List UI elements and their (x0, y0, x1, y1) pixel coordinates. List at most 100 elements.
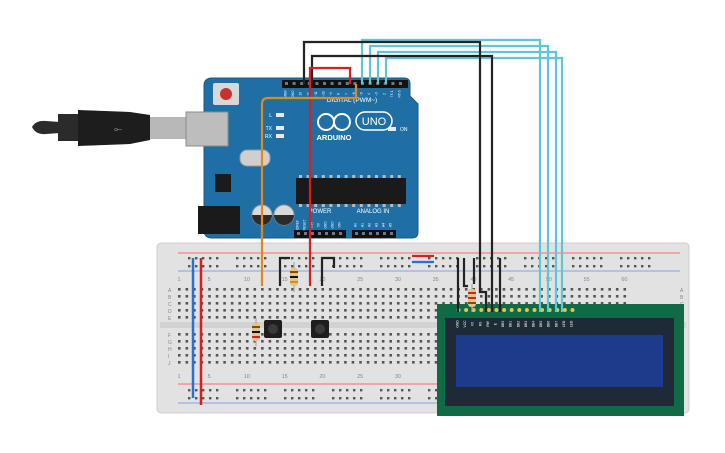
wire-teal-3[interactable] (376, 50, 558, 312)
rail-hole[interactable] (236, 257, 239, 260)
rail-hole[interactable] (600, 265, 603, 268)
rail-hole[interactable] (209, 389, 212, 392)
breadboard-hole[interactable] (329, 295, 332, 298)
breadboard-hole[interactable] (223, 333, 226, 336)
breadboard-hole[interactable] (276, 288, 279, 291)
breadboard-hole[interactable] (276, 309, 279, 312)
breadboard-hole[interactable] (389, 340, 392, 343)
breadboard-hole[interactable] (215, 302, 219, 305)
breadboard-hole[interactable] (615, 302, 619, 305)
breadboard-hole[interactable] (623, 302, 627, 305)
rail-hole[interactable] (579, 265, 582, 268)
rail-hole[interactable] (264, 265, 267, 268)
rail-hole[interactable] (291, 389, 294, 392)
wire-black-2[interactable] (310, 54, 494, 312)
power-pin[interactable] (297, 232, 300, 235)
breadboard-hole[interactable] (276, 347, 279, 350)
breadboard-hole[interactable] (374, 295, 377, 298)
rail-hole[interactable] (634, 257, 637, 260)
analog-pin[interactable] (369, 232, 372, 235)
rail-hole[interactable] (298, 257, 301, 260)
breadboard-hole[interactable] (193, 316, 196, 319)
breadboard-hole[interactable] (600, 302, 604, 305)
rail-hole[interactable] (243, 389, 246, 392)
breadboard-hole[interactable] (253, 316, 257, 319)
rail-hole[interactable] (216, 389, 219, 392)
breadboard-hole[interactable] (412, 333, 415, 336)
breadboard-hole[interactable] (389, 316, 392, 319)
breadboard-hole[interactable] (291, 354, 294, 357)
breadboard-hole[interactable] (215, 309, 219, 312)
lcd-pin[interactable] (524, 308, 529, 312)
reset-button[interactable] (220, 88, 232, 100)
breadboard-hole[interactable] (298, 288, 302, 291)
breadboard-hole[interactable] (291, 333, 294, 336)
breadboard-hole[interactable] (404, 340, 408, 343)
breadboard-hole[interactable] (412, 361, 415, 364)
resistor-2[interactable] (290, 262, 298, 292)
power-pin[interactable] (311, 232, 314, 235)
breadboard-hole[interactable] (238, 288, 241, 291)
breadboard-hole[interactable] (419, 302, 423, 305)
breadboard-hole[interactable] (563, 288, 566, 291)
rail-hole[interactable] (250, 265, 253, 268)
digital-pin[interactable] (292, 82, 296, 85)
breadboard-hole[interactable] (230, 302, 234, 305)
rail-hole[interactable] (401, 257, 404, 260)
breadboard-hole[interactable] (427, 295, 430, 298)
rail-hole[interactable] (435, 397, 438, 400)
breadboard-hole[interactable] (208, 354, 211, 357)
breadboard-hole[interactable] (389, 295, 392, 298)
breadboard-hole[interactable] (374, 302, 377, 305)
breadboard-hole[interactable] (245, 295, 249, 298)
wires[interactable] (260, 38, 564, 312)
rail-hole[interactable] (298, 397, 301, 400)
rail-hole[interactable] (401, 389, 404, 392)
breadboard-hole[interactable] (359, 340, 362, 343)
breadboard-hole[interactable] (434, 309, 438, 312)
digital-pin[interactable] (345, 82, 349, 85)
rail-hole[interactable] (346, 265, 349, 268)
breadboard-hole[interactable] (336, 295, 340, 298)
rail-hole[interactable] (497, 257, 500, 260)
breadboard-hole[interactable] (306, 316, 309, 319)
breadboard-hole[interactable] (480, 295, 483, 298)
breadboard-hole[interactable] (268, 295, 272, 298)
breadboard-hole[interactable] (306, 302, 309, 305)
rail-hole[interactable] (401, 265, 404, 268)
breadboard-hole[interactable] (434, 288, 438, 291)
breadboard-hole[interactable] (321, 340, 325, 343)
breadboard-hole[interactable] (412, 354, 415, 357)
breadboard-hole[interactable] (238, 361, 241, 364)
breadboard-hole[interactable] (223, 295, 226, 298)
breadboard-hole[interactable] (329, 361, 332, 364)
breadboard-hole[interactable] (185, 302, 189, 305)
breadboard-hole[interactable] (366, 309, 370, 312)
breadboard-hole[interactable] (178, 295, 181, 298)
breadboard-hole[interactable] (193, 295, 196, 298)
breadboard-hole[interactable] (313, 288, 317, 291)
rail-hole[interactable] (593, 257, 596, 260)
breadboard-hole[interactable] (480, 288, 483, 291)
analog-pin[interactable] (383, 232, 386, 235)
wire-teal-4[interactable] (384, 56, 564, 312)
breadboard-hole[interactable] (193, 361, 196, 364)
breadboard-hole[interactable] (600, 288, 604, 291)
breadboard-hole[interactable] (230, 347, 234, 350)
rail-hole[interactable] (449, 257, 452, 260)
breadboard-hole[interactable] (389, 302, 392, 305)
breadboard-hole[interactable] (480, 302, 483, 305)
breadboard-hole[interactable] (344, 347, 347, 350)
rail-hole[interactable] (250, 257, 253, 260)
breadboard-hole[interactable] (291, 295, 294, 298)
rail-hole[interactable] (236, 389, 239, 392)
breadboard-hole[interactable] (344, 316, 347, 319)
breadboard-hole[interactable] (366, 295, 370, 298)
breadboard-hole[interactable] (329, 333, 332, 336)
power-pin[interactable] (304, 232, 307, 235)
rail-hole[interactable] (435, 257, 438, 260)
breadboard-hole[interactable] (563, 295, 566, 298)
lcd-pin[interactable] (532, 308, 537, 312)
breadboard-hole[interactable] (306, 354, 309, 357)
breadboard-hole[interactable] (185, 361, 189, 364)
